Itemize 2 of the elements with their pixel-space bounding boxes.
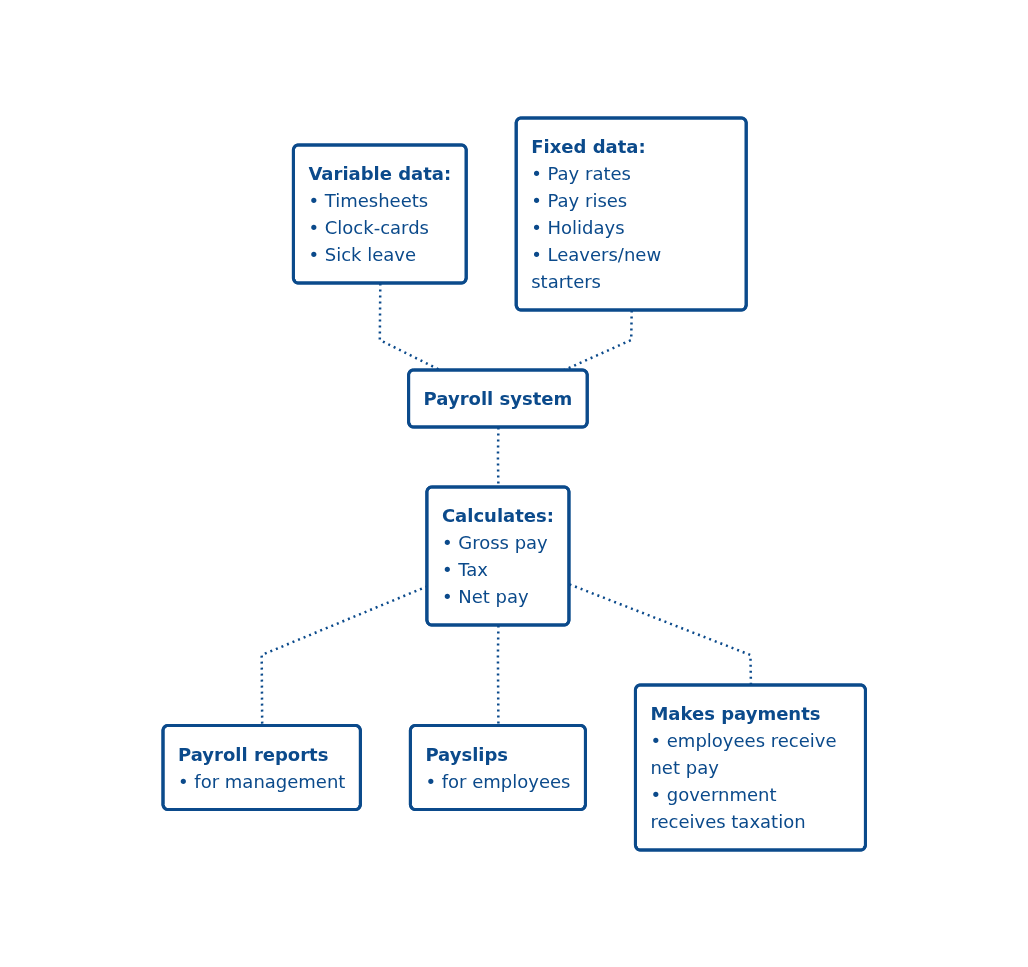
connector (568, 582, 752, 686)
connector (496, 624, 500, 726)
